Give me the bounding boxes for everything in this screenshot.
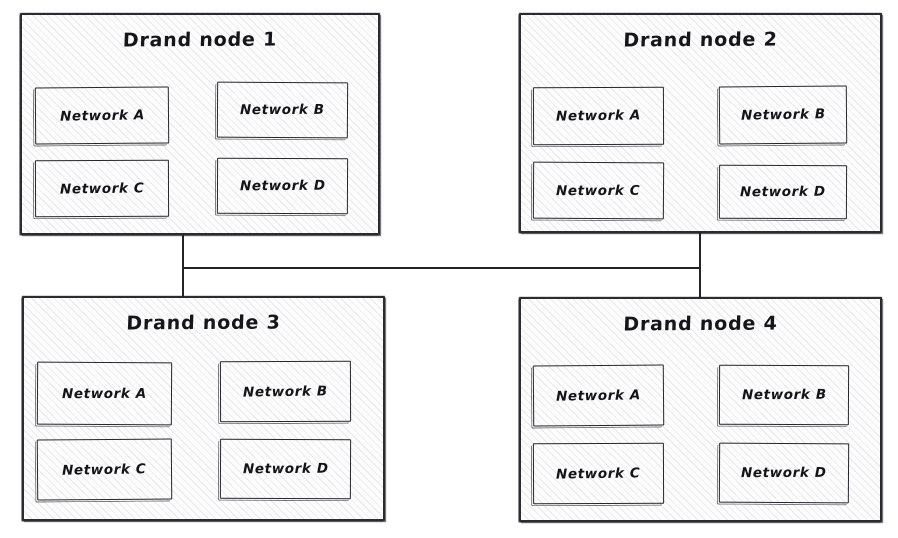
network-box-a[interactable]: Network A [532,86,665,146]
network-box-b[interactable]: Network B [219,360,352,423]
network-box-b[interactable]: Network B [718,85,848,145]
connector-right-riser [699,232,702,298]
network-box-b[interactable]: Network B [718,364,850,426]
network-box-c[interactable]: Network C [34,159,170,218]
network-label: Network A [555,107,642,125]
node-title: Drand node 1 [122,28,278,52]
network-label: Network D [740,183,826,201]
node-title: Drand node 3 [125,311,282,335]
network-label: Network B [741,386,827,404]
connector-left-riser [182,234,185,297]
network-box-d[interactable]: Network D [219,438,352,500]
network-box-d[interactable]: Network D [718,164,848,220]
node-box-drand-node-2[interactable]: Drand node 2 Network A Network B Network… [518,13,882,234]
network-label: Network A [62,385,147,402]
network-label: Network C [556,182,641,199]
network-box-c[interactable]: Network C [532,161,665,220]
network-label: Network C [59,179,145,198]
network-label: Network B [243,382,328,401]
network-label: Network B [740,106,826,124]
connector-bus [182,267,701,270]
node-box-drand-node-4[interactable]: Drand node 4 Network A Network B Network… [518,297,882,523]
network-label: Network B [240,101,325,119]
network-box-c[interactable]: Network C [36,438,173,501]
network-box-a[interactable]: Network A [36,361,173,426]
node-box-drand-node-1[interactable]: Drand node 1 Network A Network B Network… [19,13,380,236]
network-box-a[interactable]: Network A [532,364,665,427]
network-box-d[interactable]: Network D [216,157,349,215]
network-label: Network C [62,460,147,479]
network-box-c[interactable]: Network C [532,442,665,505]
network-label: Network D [242,460,329,478]
network-label: Network C [556,464,641,483]
network-label: Network D [741,464,827,482]
network-box-a[interactable]: Network A [34,86,170,145]
network-label: Network A [59,106,145,125]
node-box-drand-node-3[interactable]: Drand node 3 Network A Network B Network… [21,296,385,522]
network-label: Network D [239,177,326,195]
network-box-d[interactable]: Network D [718,442,850,504]
node-title: Drand node 4 [622,312,779,336]
network-box-b[interactable]: Network B [216,81,349,139]
network-label: Network A [555,386,642,405]
node-title: Drand node 2 [622,28,779,52]
